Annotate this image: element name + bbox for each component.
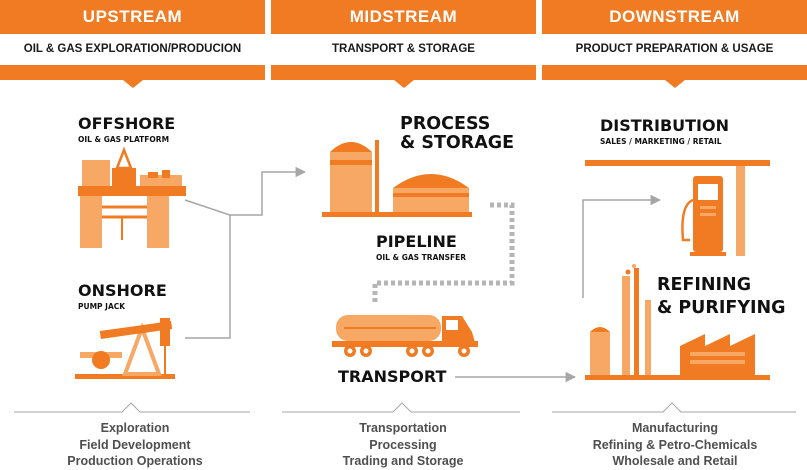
arrow-to-distribution <box>582 194 662 298</box>
downstream-subtitle: PRODUCT PREPARATION & USAGE <box>575 43 774 55</box>
footer-item: Transportation <box>359 421 447 435</box>
tanker-truck-icon <box>332 315 478 357</box>
upstream-subtitle: OIL & GAS EXPLORATION/PRODUCION <box>23 43 242 55</box>
connector-upstream-to-midstream <box>184 199 231 339</box>
refining-title-line2: & PURIFYING <box>657 298 786 318</box>
oil-platform-icon <box>78 146 186 248</box>
pipeline-title: PIPELINE <box>376 232 457 251</box>
process-title-line1: PROCESS <box>400 114 491 134</box>
refinery-icon <box>585 264 770 380</box>
pump-jack-icon <box>75 318 175 379</box>
midstream-footer: Transportation Processing Trading and St… <box>283 420 523 470</box>
footer-item: Field Development <box>79 437 191 452</box>
footer-item: Exploration <box>100 421 170 435</box>
downstream-band <box>542 65 807 88</box>
footer-item: Manufacturing <box>631 421 719 435</box>
footer-item: Processing <box>369 437 437 452</box>
process-title-line2: & STORAGE <box>400 133 515 153</box>
upstream-footer: Exploration Field Development Production… <box>15 420 255 470</box>
footer-item: Refining & Petro-Chemicals <box>592 437 758 452</box>
distribution-subtitle: SALES / MARKETING / RETAIL <box>600 137 722 146</box>
offshore-title: OFFSHORE <box>78 114 176 133</box>
footer-separators <box>14 402 796 413</box>
midstream-header: MIDSTREAM <box>271 0 536 34</box>
onshore-title: ONSHORE <box>78 281 167 300</box>
offshore-subtitle: OIL & GAS PLATFORM <box>78 135 170 144</box>
pipeline-subtitle: OIL & GAS TRANSFER <box>376 253 467 262</box>
downstream-header: DOWNSTREAM <box>542 0 807 34</box>
footer-item: Wholesale and Retail <box>612 454 738 468</box>
arrow-to-process <box>230 166 307 216</box>
upstream-header: UPSTREAM <box>0 0 265 34</box>
distribution-title: DISTRIBUTION <box>600 116 729 135</box>
downstream-footer: Manufacturing Refining & Petro-Chemicals… <box>555 420 795 470</box>
fuel-pump-icon <box>585 160 770 256</box>
footer-item: Production Operations <box>67 454 203 468</box>
upstream-band <box>0 65 265 88</box>
storage-tanks-icon <box>322 140 472 217</box>
pipeline-dotted-line <box>372 202 515 305</box>
midstream-band <box>271 65 536 88</box>
refining-title-line1: REFINING <box>657 275 752 295</box>
flow-connectors <box>184 166 662 383</box>
transport-title: TRANSPORT <box>338 367 447 386</box>
footer-item: Trading and Storage <box>342 454 464 468</box>
onshore-subtitle: PUMP JACK <box>78 302 126 311</box>
midstream-subtitle: TRANSPORT & STORAGE <box>332 43 475 55</box>
